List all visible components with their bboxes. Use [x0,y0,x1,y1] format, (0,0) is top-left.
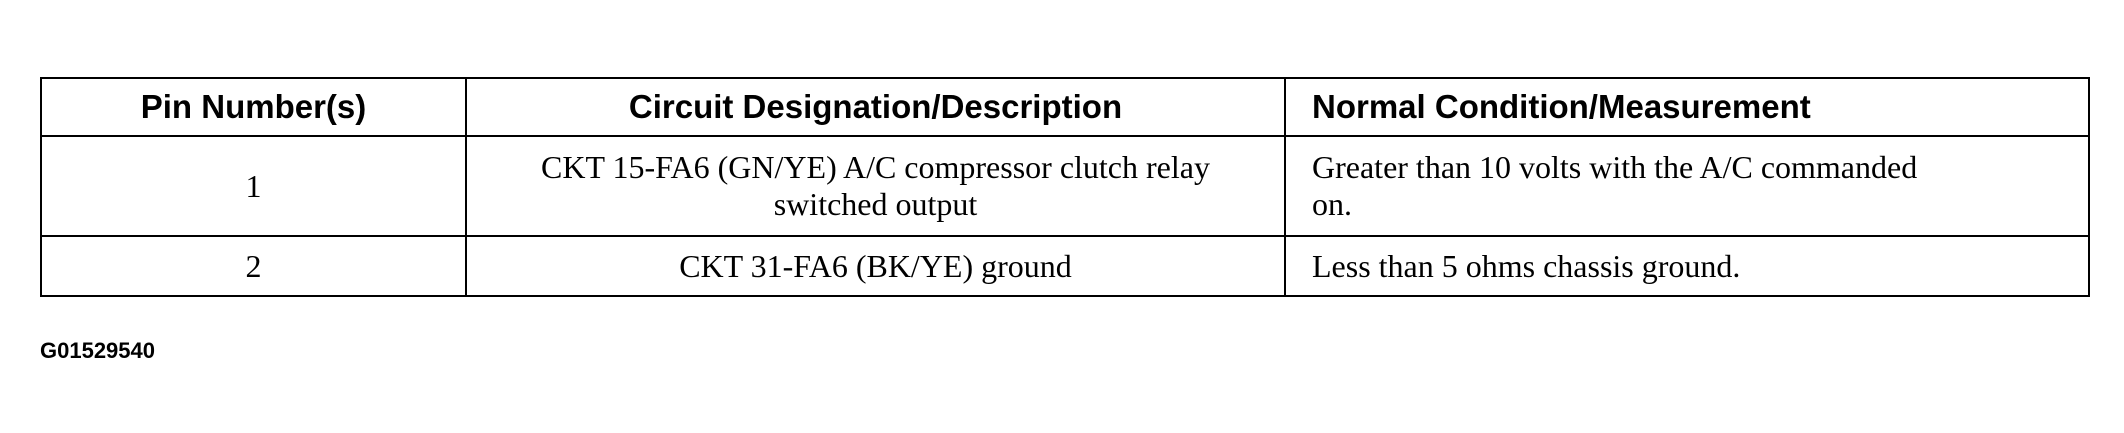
cell-pin: 2 [40,235,467,297]
pinout-table-container: Pin Number(s) Circuit Designation/Descri… [40,77,2090,297]
header-circuit-designation: Circuit Designation/Description [465,77,1286,137]
cell-circuit: CKT 31-FA6 (BK/YE) ground [465,235,1286,297]
cell-condition-text: Greater than 10 volts with the A/C comma… [1312,149,1918,222]
cell-condition: Less than 5 ohms chassis ground. [1284,235,2090,297]
table-header-row: Pin Number(s) Circuit Designation/Descri… [40,77,2090,137]
figure-id: G01529540 [40,338,155,363]
cell-circuit: CKT 15-FA6 (GN/YE) A/C compressor clutch… [465,135,1286,237]
table-row: 2 CKT 31-FA6 (BK/YE) ground Less than 5 … [40,235,2090,297]
header-normal-condition: Normal Condition/Measurement [1284,77,2090,137]
cell-condition: Greater than 10 volts with the A/C comma… [1284,135,2090,237]
cell-pin: 1 [40,135,467,237]
pinout-table: Pin Number(s) Circuit Designation/Descri… [40,77,2090,297]
cell-circuit-text: CKT 15-FA6 (GN/YE) A/C compressor clutch… [541,149,1210,222]
table-row: 1 CKT 15-FA6 (GN/YE) A/C compressor clut… [40,135,2090,237]
header-pin-number: Pin Number(s) [40,77,467,137]
